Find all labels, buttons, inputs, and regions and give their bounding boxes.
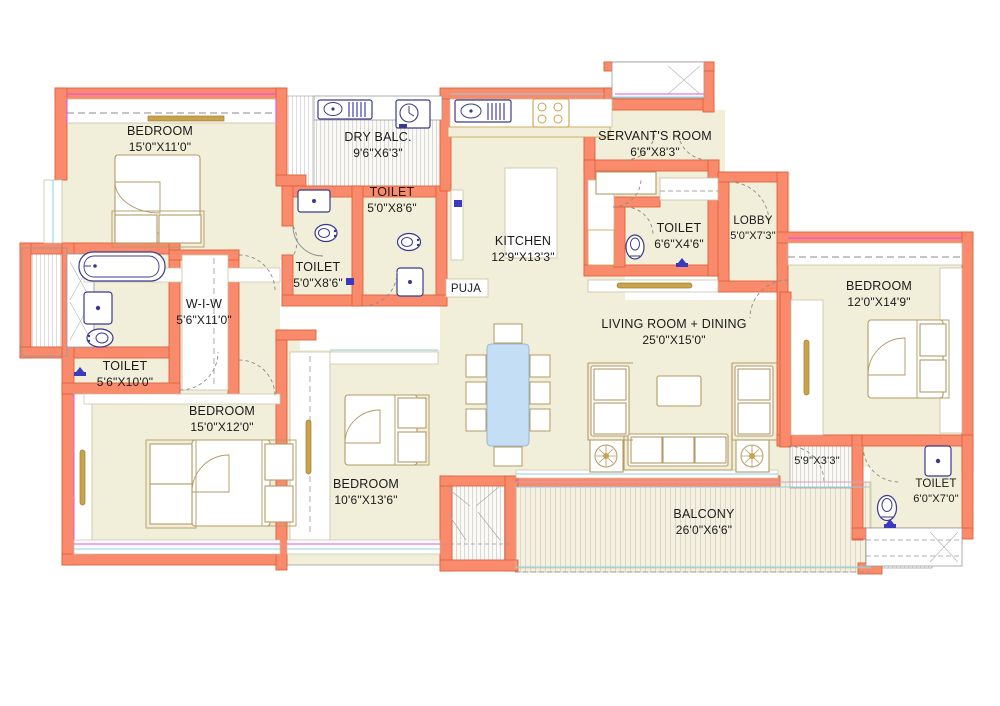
room-label-bedroom-right: BEDROOM — [846, 279, 912, 293]
windows-and-openings — [21, 61, 963, 573]
room-dim-dry-balcony: 9'6"X6'3" — [353, 146, 403, 160]
servant-bed — [595, 171, 657, 195]
room-label-bedroom-center: BEDROOM — [333, 477, 399, 491]
room-label-toilet-dry-balc: TOILET — [370, 185, 415, 199]
room-label-toilet-bottom-right: TOILET — [915, 478, 956, 490]
room-label-living-dining: LIVING ROOM + DINING — [601, 317, 746, 331]
sink-kitchen — [454, 99, 512, 123]
cooktop — [532, 98, 570, 128]
room-dim-living-dining: 25'0"X15'0" — [642, 333, 705, 347]
sink-dry-balcony — [317, 99, 373, 120]
dining-table — [465, 323, 551, 467]
room-dim-bedroom-bottom-left: 15'0"X12'0" — [190, 420, 253, 434]
room-dim-toilet-master: 5'6"X10'0" — [97, 375, 153, 389]
room-label-dry-balcony: DRY BALC. — [344, 130, 411, 144]
room-labels: BEDROOM 15'0"X11'0" DRY BALC. 9'6"X6'3" … — [97, 124, 959, 537]
room-label-servants-room: SERVANT'S ROOM — [598, 129, 712, 143]
room-label-toilet-second: TOILET — [296, 260, 341, 274]
wc-toilet-servant — [625, 234, 645, 260]
wc-toilet-br — [876, 494, 898, 522]
room-label-toilet-master: TOILET — [103, 359, 148, 373]
room-dim-kitchen: 12'9"X13'3" — [491, 250, 554, 264]
room-dim-toilet-servant: 6'6"X4'6" — [654, 237, 704, 251]
niche-hatch — [789, 439, 853, 489]
duct-hatch — [439, 479, 516, 563]
room-dim-balcony-main: 26'0"X6'6" — [676, 523, 732, 537]
wc-toilet-1 — [396, 232, 422, 252]
room-dim-servants-room: 6'6"X8'3" — [630, 145, 680, 159]
bed-top-left — [111, 154, 205, 248]
room-dim-wiw: 5'6"X11'0" — [176, 313, 232, 327]
room-label-bedroom-bottom-left: BEDROOM — [189, 404, 255, 418]
side-table-right — [735, 439, 770, 473]
side-table-left — [589, 439, 624, 473]
wardrobe-1 — [181, 254, 229, 391]
dining-chairs — [465, 323, 551, 467]
sofa-three-seater — [623, 432, 733, 471]
washbasin-br — [924, 445, 952, 477]
room-label-toilet-servant: TOILET — [657, 221, 702, 235]
bathtub-master — [78, 251, 166, 282]
room-dim-bedroom-top-left: 15'0"X11'0" — [129, 140, 191, 154]
coffee-table — [656, 375, 702, 407]
furniture — [111, 154, 950, 529]
armchair-right — [731, 362, 777, 441]
room-label-lobby: LOBBY — [733, 215, 772, 227]
room-dim-toilet-bottom-right: 6'0"X7'0" — [913, 493, 959, 505]
washbasin-1 — [396, 267, 424, 297]
door-swings — [179, 129, 900, 483]
balcony-main-floor — [514, 481, 871, 573]
washbasin-master — [83, 291, 113, 325]
plumbing-fixtures — [74, 98, 952, 528]
bed-center — [344, 394, 430, 466]
wc-toilet-master — [86, 328, 114, 348]
armchair-left — [587, 362, 633, 441]
wc-toilet-2 — [314, 223, 338, 243]
room-dim-niche-right: 5'9"X3'3" — [794, 455, 840, 467]
room-dim-bedroom-center: 10'6"X13'6" — [334, 493, 397, 507]
room-label-puja: PUJA — [451, 283, 481, 295]
hatched-areas — [21, 95, 933, 573]
room-label-kitchen: KITCHEN — [495, 234, 551, 248]
dry-balcony-hatch — [313, 117, 443, 191]
washbasin-2 — [297, 189, 331, 213]
room-dim-toilet-dry-balc: 5'0"X8'6" — [367, 201, 417, 215]
room-dim-bedroom-right: 12'0"X14'9" — [847, 295, 910, 309]
bed-right — [867, 319, 950, 399]
room-dim-toilet-second: 5'0"X8'6" — [293, 276, 343, 290]
room-dim-lobby: 5'0"X7'3" — [730, 230, 776, 242]
kitchen-island — [504, 167, 558, 259]
room-label-balcony-main: BALCONY — [673, 507, 735, 521]
washing-machine — [395, 99, 431, 129]
room-label-wiw: W-I-W — [186, 297, 222, 311]
bed-bottom-left — [145, 439, 297, 529]
room-label-bedroom-top-left: BEDROOM — [127, 124, 193, 138]
